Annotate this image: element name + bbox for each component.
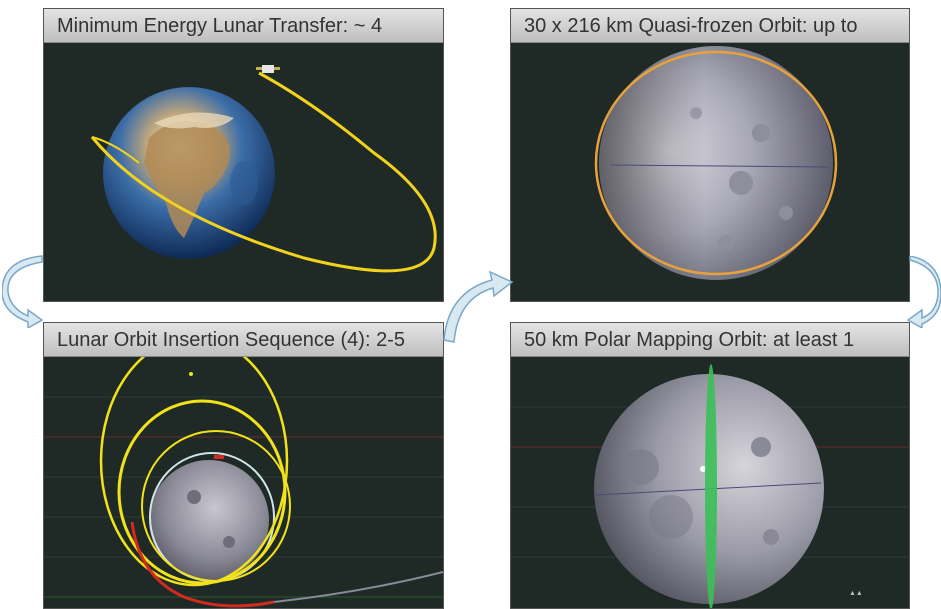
insertion-orbit-2 (99, 357, 289, 587)
curved-arrow-icon (906, 256, 941, 328)
quasi-frozen-illustration (594, 46, 838, 280)
insertion-orbit-3 (141, 430, 291, 582)
transfer-panel-title: Minimum Energy Lunar Transfer: ~ 4 (44, 9, 443, 43)
transfer-panel: Minimum Energy Lunar Transfer: ~ 4 (43, 8, 444, 302)
transfer-orbit (90, 71, 437, 273)
insertion-burn-arc (130, 521, 275, 608)
curved-arrow-icon (443, 270, 514, 343)
insertion-panel-title: Lunar Orbit Insertion Sequence (4): 2-5 (44, 323, 443, 357)
insertion-illustration (44, 357, 443, 608)
spacecraft-icon (256, 65, 280, 73)
insertion-panel: Lunar Orbit Insertion Sequence (4): 2-5 (43, 322, 444, 609)
polar-mapping-panel: 50 km Polar Mapping Orbit: at least 1 (510, 322, 910, 609)
polar-mapping-illustration: ▲▲ (511, 364, 909, 608)
curved-arrow-icon (2, 255, 44, 328)
quasi-frozen-panel: 30 x 216 km Quasi-frozen Orbit: up to (510, 8, 910, 302)
svg-text:▲▲: ▲▲ (849, 590, 863, 597)
moon-globe (149, 460, 269, 580)
polar-mapping-orbit (705, 364, 717, 608)
polar-mapping-panel-title: 50 km Polar Mapping Orbit: at least 1 (511, 323, 909, 357)
earth-globe (103, 87, 275, 259)
moon-globe (599, 46, 833, 280)
transfer-illustration (90, 65, 437, 273)
burn-marker (214, 455, 224, 459)
quasi-frozen-orbit (594, 50, 838, 276)
approach-trajectory (273, 571, 443, 603)
quasi-frozen-panel-title: 30 x 216 km Quasi-frozen Orbit: up to (511, 9, 909, 43)
